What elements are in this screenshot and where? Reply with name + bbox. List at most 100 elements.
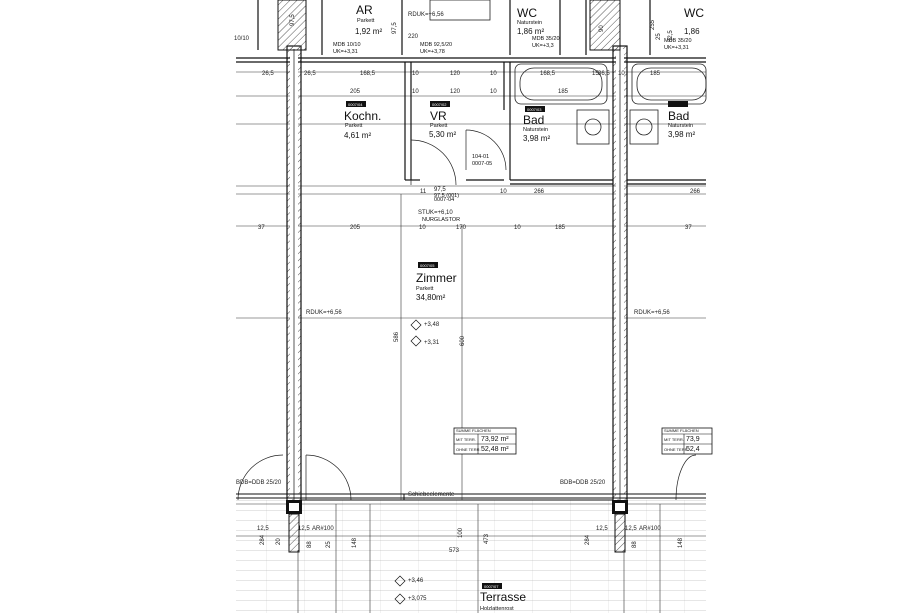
- dimension-row-1: 26,5 26,5 168,5 10 120 10 168,5 15 36,5 …: [262, 71, 661, 77]
- tag-kochn: 0007/04: [348, 102, 363, 107]
- dimension-row-3: 11 97,5 10 266 266: [420, 187, 701, 195]
- svg-text:MIT TERR.: MIT TERR.: [664, 437, 684, 442]
- room-tag-texts: 0007/04 0007/02 0007/03 0007/05 0007/07: [348, 102, 542, 589]
- svg-text:97,5: 97,5: [290, 14, 296, 26]
- area-summary-left: [453, 427, 517, 455]
- uk-wc-right: UK=+3,31: [664, 45, 689, 51]
- dim: 185: [650, 71, 661, 77]
- svg-text:32,5: 32,5: [668, 30, 674, 42]
- dim: 205: [350, 89, 361, 95]
- dim: 12,5: [298, 526, 310, 532]
- dim: 11: [420, 189, 427, 195]
- svg-text:148: 148: [352, 537, 358, 548]
- room-name: Zimmer: [416, 271, 457, 285]
- dim: 185: [555, 225, 566, 231]
- svg-text:25: 25: [326, 541, 332, 548]
- room-floor: Naturstein: [517, 20, 542, 26]
- svg-text:90: 90: [599, 25, 605, 32]
- svg-text:255: 255: [650, 19, 656, 30]
- room-zimmer: Zimmer Parkett 34,80m²: [416, 271, 457, 302]
- annotations: RDUK=+6,56 RDUK=+6,56 RDUK=+6,56 STUK=+6…: [236, 12, 692, 602]
- svg-text:148: 148: [678, 537, 684, 548]
- room-area: 1,92 m²: [355, 27, 382, 36]
- svg-text:220: 220: [408, 34, 419, 40]
- dimension-bottom-row: 12,5 12,5 AR#100 12,5 12,5 AR#100: [257, 526, 661, 532]
- svg-text:OHNE TERR.: OHNE TERR.: [664, 447, 689, 452]
- room-floor: Naturstein: [523, 127, 548, 133]
- dimension-row-4: 37 205 10 170 10 185 37: [258, 225, 692, 231]
- svg-text:52,48 m²: 52,48 m²: [481, 446, 509, 453]
- uk-wc: UK=+3,3: [532, 43, 554, 49]
- room-name: WC: [684, 6, 704, 20]
- mdb-wc-right: MDB 35/20: [664, 38, 692, 44]
- door-vr2: 0007-05: [472, 161, 492, 167]
- dim: 205: [350, 225, 361, 231]
- stuk: STUK=+6,10: [418, 210, 453, 216]
- svg-text:284: 284: [585, 534, 591, 545]
- area-summary-left-text: SUMME FLÄCHEN MIT TERR. 73,92 m² OHNE TE…: [456, 428, 509, 453]
- dimension-bottom-vert: 284 20 88 25 148 100 473 284 88 148: [260, 527, 684, 548]
- level-348: +3,48: [424, 322, 440, 328]
- dim: 10: [500, 189, 507, 195]
- interior-walls: [404, 62, 706, 185]
- room-vr: VR Parkett 5,30 m²: [429, 109, 456, 139]
- dim-vert: 586: [394, 331, 400, 342]
- room-name: VR: [430, 109, 447, 123]
- dim: 36,5: [598, 71, 610, 77]
- room-name: Terrasse: [480, 590, 526, 604]
- dim-vert: 600: [460, 335, 466, 346]
- schiebeelemente: Schiebeelemente: [408, 492, 455, 498]
- room-tags: [346, 101, 688, 589]
- room-kochn: Kochn. Parkett 4,61 m²: [344, 109, 381, 140]
- dim: 10: [514, 225, 521, 231]
- dim: 168,5: [540, 71, 556, 77]
- svg-text:88: 88: [632, 541, 638, 548]
- bathroom-fixtures: [429, 0, 707, 145]
- rduk-right: RDUK=+6,56: [634, 310, 670, 316]
- top-walls: [236, 0, 706, 63]
- room-area: 1,86: [684, 27, 700, 36]
- room-name: Bad: [668, 109, 689, 123]
- room-area: 1,86 m²: [517, 27, 544, 36]
- mdb-ar: MDB 10/10: [333, 42, 361, 48]
- svg-text:473: 473: [484, 533, 490, 544]
- area-summary-right: [661, 427, 713, 455]
- room-floor: Holzlattenrost: [480, 606, 514, 612]
- svg-text:73,92 m²: 73,92 m²: [481, 436, 509, 443]
- room-floor: Parkett: [416, 286, 434, 292]
- room-floor: Parkett: [345, 123, 363, 129]
- dim: 97,5: [434, 187, 446, 193]
- tag-zimmer: 0007/05: [420, 263, 435, 268]
- doors: [237, 129, 697, 501]
- dim: AR#100: [639, 526, 661, 532]
- room-area: 34,80m²: [416, 293, 446, 302]
- bdb-left: BDB=DDB 25/20: [236, 480, 282, 486]
- door-kochn: 0007-04: [434, 197, 454, 203]
- level-3075: +3,075: [408, 596, 427, 602]
- svg-text:52,4: 52,4: [686, 446, 700, 453]
- dim: 10: [419, 225, 426, 231]
- room-wc-right: WC 1,86: [684, 6, 704, 36]
- room-bad-right: Bad Naturstein 3,98 m²: [668, 109, 695, 139]
- mdb-wc: MDB 35/20: [532, 36, 560, 42]
- svg-text:SUMME FLÄCHEN: SUMME FLÄCHEN: [664, 428, 699, 433]
- level-markers: [394, 319, 422, 605]
- rduk-left: RDUK=+6,56: [306, 310, 342, 316]
- room-floor: Parkett: [430, 123, 448, 129]
- dim: 37: [258, 225, 265, 231]
- level-331: +3,31: [424, 340, 440, 346]
- room-floor: Naturstein: [668, 123, 693, 129]
- rduk-top: RDUK=+6,56: [408, 12, 444, 18]
- room-wc-top: WC Naturstein 1,86 m²: [517, 6, 544, 36]
- dim: 26,5: [304, 71, 316, 77]
- room-floor: Parkett: [357, 18, 375, 24]
- svg-text:284: 284: [260, 534, 266, 545]
- area-summary-right-text: SUMME FLÄCHEN MIT TERR. 73,9 OHNE TERR. …: [664, 428, 700, 453]
- svg-text:SUMME FLÄCHEN: SUMME FLÄCHEN: [456, 428, 491, 433]
- dim: 10: [412, 71, 419, 77]
- room-bad: Bad Naturstein 3,98 m²: [523, 113, 550, 143]
- room-name: Kochn.: [344, 109, 381, 123]
- dimension-row-2: 205 10 120 10 185: [350, 89, 569, 95]
- svg-text:20: 20: [276, 538, 282, 545]
